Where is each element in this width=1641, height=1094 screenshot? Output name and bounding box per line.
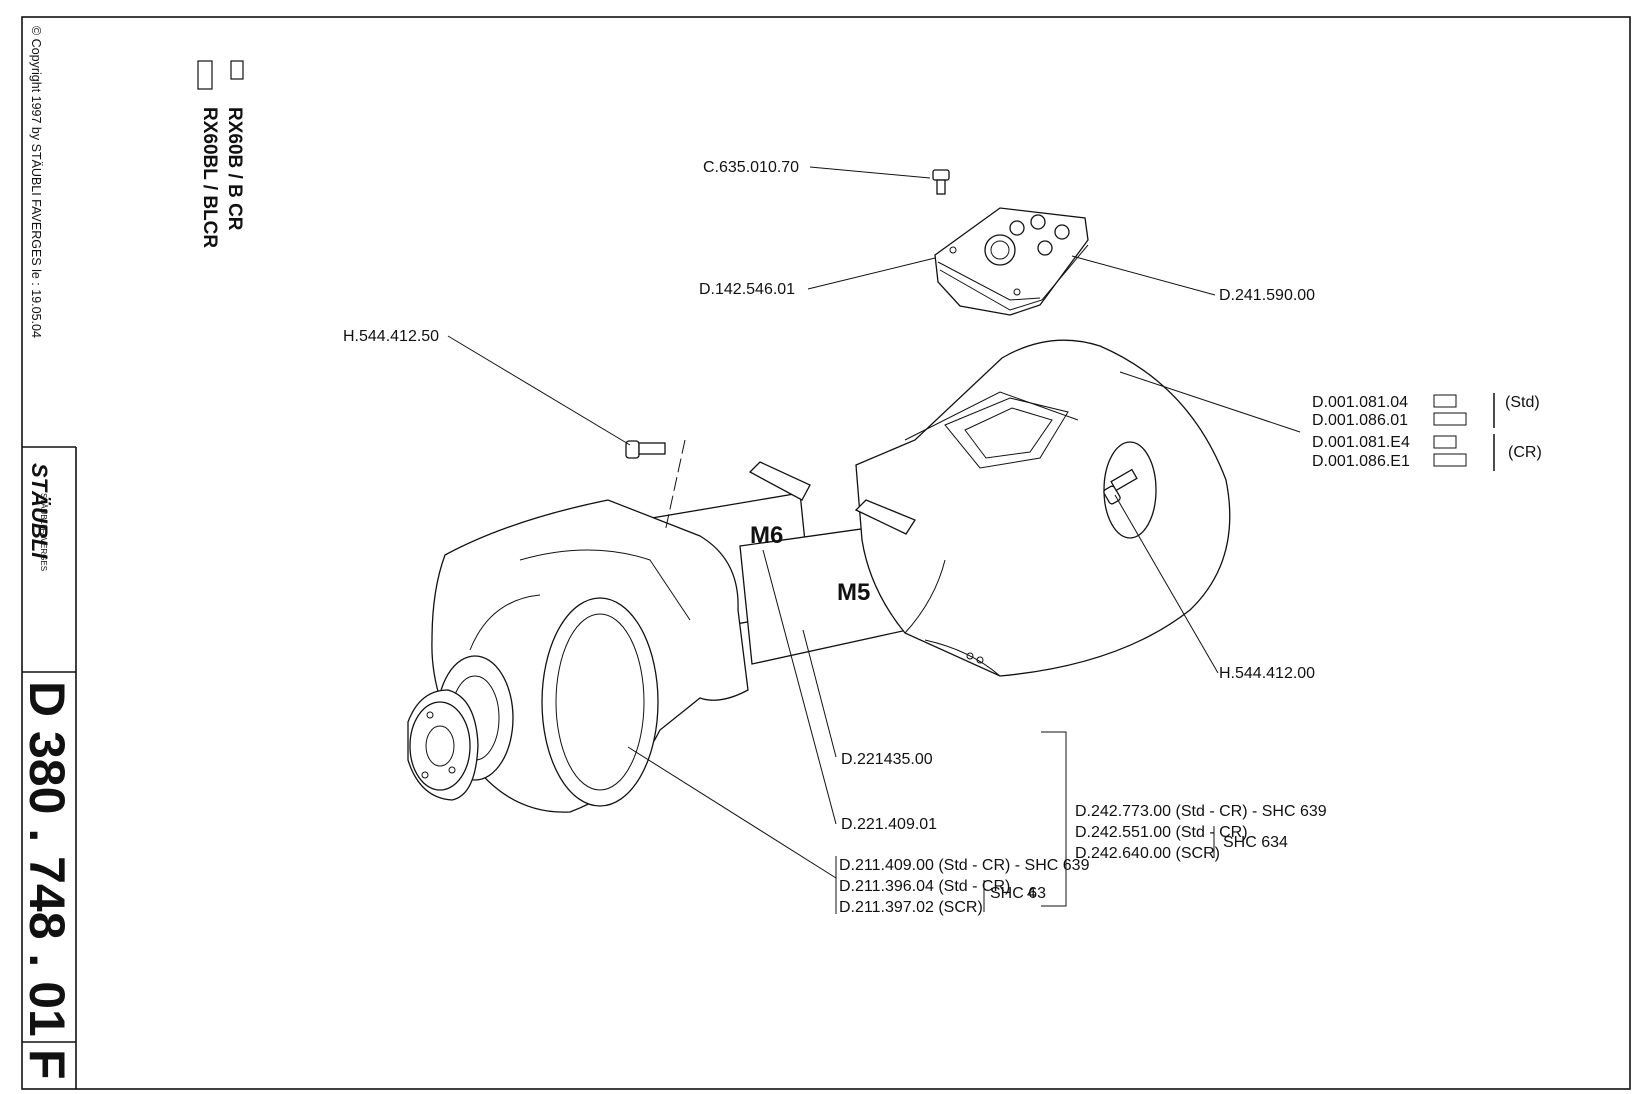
- svg-text:H.544.412.50: H.544.412.50: [343, 328, 439, 345]
- variant-box-1: [1433, 394, 1457, 408]
- title-strip: © Copyright 1997 by STÄUBLI FAVERGES le …: [19, 26, 77, 1089]
- motor-label-m6: M6: [750, 522, 783, 549]
- callout-h544-00: H.544.412.00: [1114, 494, 1315, 682]
- copyright-text: © Copyright 1997 by STÄUBLI FAVERGES le …: [29, 26, 43, 338]
- svg-text:D.211.396.04 (Std - CR): D.211.396.04 (Std - CR): [839, 878, 1010, 895]
- variant-cr-label: (CR): [1508, 444, 1542, 461]
- variant-row-2: D.001.086.01: [1312, 412, 1408, 429]
- model-label-1: RX60B / B CR: [224, 107, 245, 231]
- staubli-logo: STÄUBLI STÄUBLI FAVERGES: [27, 463, 52, 571]
- callout-d221435: D.221435.00: [802, 629, 933, 768]
- model-label-2: RX60BL / BLCR: [199, 107, 220, 248]
- screw-h544-00: [1103, 468, 1138, 505]
- svg-text:SHC 634: SHC 634: [1223, 834, 1288, 851]
- callout-d241: D.241.590.00: [1071, 255, 1315, 304]
- svg-text:D.221.409.01: D.221.409.01: [841, 816, 937, 833]
- callout-h544-50: H.544.412.50: [343, 328, 631, 446]
- svg-text:D.242.640.00 (SCR): D.242.640.00 (SCR): [1075, 845, 1220, 862]
- wrist-assembly: M6 M5: [407, 339, 1231, 813]
- model-list: RX60B / B CR RX60BL / BLCR: [197, 60, 245, 248]
- svg-text:C.635.010.70: C.635.010.70: [703, 159, 799, 176]
- variant-row-3: D.001.081.E4: [1312, 434, 1410, 451]
- svg-text:D.221435.00: D.221435.00: [841, 751, 933, 768]
- motor-label-m5: M5: [837, 579, 870, 606]
- svg-text:D.211.409.00 (Std - CR) - SHC: D.211.409.00 (Std - CR) - SHC 639: [839, 857, 1090, 874]
- variant-std-label: (Std): [1505, 394, 1540, 411]
- model-checkbox-2: [197, 60, 213, 90]
- sheet-frame: [21, 16, 1631, 1090]
- list-d242: D.242.773.00 (Std - CR) - SHC 639 D.242.…: [1041, 731, 1327, 907]
- variant-box-4: [1433, 453, 1467, 467]
- revision-letter: F: [19, 1049, 75, 1080]
- svg-text:D.211.397.02 (SCR): D.211.397.02 (SCR): [839, 899, 983, 916]
- callout-c635: C.635.010.70: [703, 159, 931, 179]
- screw-h544-50: [625, 439, 686, 533]
- variant-box-3: [1433, 435, 1457, 449]
- svg-text:D.142.546.01: D.142.546.01: [699, 281, 795, 298]
- logo-subtext: STÄUBLI FAVERGES: [39, 493, 48, 571]
- svg-text:H.544.412.00: H.544.412.00: [1219, 665, 1315, 682]
- svg-text:D.242.551.00 (Std - CR): D.242.551.00 (Std - CR): [1075, 824, 1248, 841]
- cover-plate: [934, 207, 1089, 316]
- variant-table: D.001.081.04 D.001.086.01 D.001.081.E4 D…: [1119, 371, 1542, 471]
- variant-box-2: [1433, 412, 1467, 426]
- variant-row-4: D.001.086.E1: [1312, 453, 1410, 470]
- callout-d142: D.142.546.01: [699, 257, 936, 298]
- svg-text:4: 4: [1027, 885, 1036, 902]
- callout-d221409: D.221.409.01: [762, 549, 937, 833]
- svg-text:D.242.773.00 (Std - CR) - SHC: D.242.773.00 (Std - CR) - SHC 639: [1075, 803, 1327, 820]
- svg-text:D.241.590.00: D.241.590.00: [1219, 287, 1315, 304]
- document-number: D 380 . 748 . 01: [19, 681, 75, 1037]
- model-checkbox-1: [230, 60, 244, 80]
- svg-text:SHC 63: SHC 63: [990, 885, 1046, 902]
- screw-c635: [932, 169, 950, 195]
- logo-text: STÄUBLI: [27, 463, 52, 559]
- variant-row-1: D.001.081.04: [1312, 394, 1408, 411]
- list-d211: D.211.409.00 (Std - CR) - SHC 639 D.211.…: [627, 746, 1090, 916]
